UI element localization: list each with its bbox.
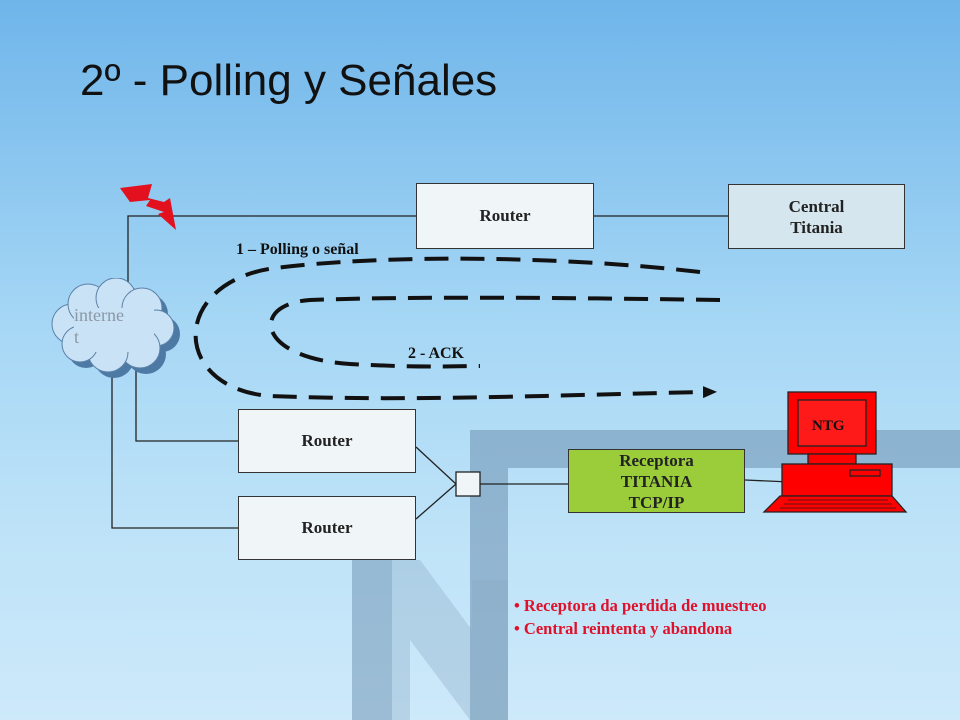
router-middle: Router xyxy=(238,409,416,473)
router-middle-label: Router xyxy=(301,431,353,450)
computer-label: NTG xyxy=(812,418,845,434)
router-top-label: Router xyxy=(479,206,531,225)
receptora-line1: Receptora xyxy=(619,450,694,470)
router-bottom-label: Router xyxy=(301,518,353,537)
router-top: Router xyxy=(416,183,594,249)
polling-flow-label: 1 – Polling o señal xyxy=(236,241,359,258)
cloud-icon xyxy=(51,278,180,378)
lightning-icon xyxy=(120,184,176,230)
central-line2: Titania xyxy=(790,217,843,237)
receptora-line3: TCP/IP xyxy=(628,492,685,512)
bullet-item-1: • Receptora da perdida de muestreo xyxy=(514,596,767,615)
computer-icon xyxy=(762,391,908,513)
receptora-line2: TITANIA xyxy=(620,471,693,491)
central-titania-box: Central Titania xyxy=(728,184,905,249)
bullet-item-2: • Central reintenta y abandona xyxy=(514,619,733,638)
central-line1: Central xyxy=(788,196,845,216)
router-bottom: Router xyxy=(238,496,416,560)
page-title: 2º - Polling y Señales xyxy=(80,56,498,105)
ack-flow-label: 2 - ACK xyxy=(408,345,464,362)
receptora-box: Receptora TITANIA TCP/IP xyxy=(568,449,745,513)
bullet-list: • Receptora da perdida de muestreo • Cen… xyxy=(514,594,766,640)
